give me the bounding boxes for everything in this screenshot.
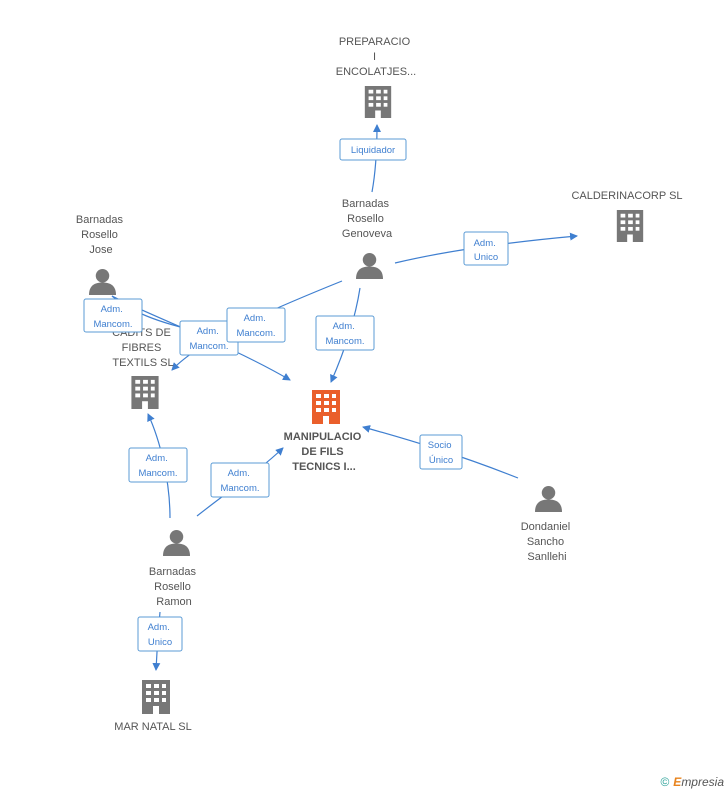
svg-text:Socio Único: Socio Único <box>428 440 454 466</box>
svg-text:Adm. Mancom.: Adm. Mancom. <box>93 304 132 330</box>
node-label-line: MANIPULACIO <box>284 431 362 443</box>
empresia-footer[interactable]: ©Empresia <box>660 775 724 789</box>
svg-text:Adm. Unico: Adm. Unico <box>148 622 173 648</box>
brand-name: mpresia <box>681 775 724 789</box>
node-label-line: FIBRES <box>122 342 162 354</box>
node-label-line: Sanllehi <box>527 551 566 563</box>
building-icon <box>131 376 159 409</box>
brand-initial: E <box>673 775 682 789</box>
edge-label-jose-manip: Adm. Mancom. <box>179 320 239 356</box>
edge-label-liquidador: Liquidador <box>339 138 407 161</box>
person-icon <box>163 529 190 556</box>
svg-text:CADITS DE FIBRES T: CADITS DE FIBRES TEXTILS SL <box>112 327 174 369</box>
node-jose[interactable]: Barnadas Rosello Jose <box>76 214 126 295</box>
node-calderinacorp[interactable]: CALDERINACORP SL <box>571 190 683 242</box>
person-icon <box>89 268 116 295</box>
edge-label-genoveva-calderina: Adm. Unico <box>463 231 509 266</box>
node-label-line: Sancho <box>527 536 564 548</box>
node-dondaniel[interactable]: Dondaniel Sancho Sanllehi <box>521 485 574 563</box>
edge-label-ramon-fibres: Adm. Mancom. <box>128 447 188 483</box>
edge-label-dondaniel-manip: Socio Único <box>419 434 463 470</box>
node-label-line: Ramon <box>156 596 191 608</box>
svg-text:Liquidador: Liquidador <box>351 145 395 156</box>
svg-text:Barnadas Rosello J: Barnadas Rosello Jose <box>76 214 126 256</box>
building-icon <box>142 680 170 714</box>
node-label-line: Barnadas <box>149 566 197 578</box>
node-label-line: Rosello <box>347 213 384 225</box>
node-label-line: I <box>373 51 376 63</box>
person-icon <box>535 485 562 512</box>
node-ramon[interactable]: Barnadas Rosello Ramon <box>149 529 199 608</box>
svg-text:Adm. Mancom.: Adm. Mancom. <box>325 321 364 347</box>
node-label-line: Rosello <box>81 229 118 241</box>
svg-text:MAR NATAL SL: MAR NATAL SL <box>114 721 191 733</box>
building-icon <box>616 210 644 242</box>
svg-text:MANIPULACIO DE FILS: MANIPULACIO DE FILS TECNICS I... <box>284 431 365 473</box>
node-fibres[interactable]: CADITS DE FIBRES TEXTILS SL <box>112 327 174 409</box>
node-label-line: Jose <box>89 244 112 256</box>
svg-text:Adm. Mancom.: Adm. Mancom. <box>138 453 177 479</box>
edge-label-ramon-manip: Adm. Mancom. <box>210 462 270 498</box>
node-label-line: Genoveva <box>342 228 393 240</box>
building-icon <box>364 86 392 118</box>
edge-label-genoveva-fibres: Adm. Mancom. <box>226 307 286 343</box>
svg-text:Adm. Mancom.: Adm. Mancom. <box>220 468 259 494</box>
svg-text:Adm. Unico: Adm. Unico <box>474 238 499 263</box>
node-label-line: ENCOLATJES... <box>336 66 416 78</box>
edge-label-ramon-marnatal: Adm. Unico <box>137 616 183 652</box>
node-label-line: PREPARACIO <box>339 36 411 48</box>
node-label-line: Dondaniel <box>521 521 571 533</box>
svg-text:Dondaniel Sancho S: Dondaniel Sancho Sanllehi <box>521 521 574 563</box>
node-label-line: Rosello <box>154 581 191 593</box>
node-label-line: DE FILS <box>301 446 343 458</box>
svg-text:CALDERINACORP SL: CALDERINACORP SL <box>571 190 682 202</box>
node-preparacio[interactable]: PREPARACIO I ENCOLATJES... <box>336 36 416 118</box>
edge-label-jose-fibres: Adm. Mancom. <box>83 298 143 333</box>
node-label-line: TEXTILS SL <box>112 357 173 369</box>
svg-text:Adm. Mancom.: Adm. Mancom. <box>189 326 228 352</box>
node-label-line: Barnadas <box>342 198 390 210</box>
svg-text:PREPARACIO I ENCOL: PREPARACIO I ENCOLATJES... <box>336 36 416 78</box>
node-marnatal[interactable]: MAR NATAL SL <box>114 680 192 733</box>
svg-text:Barnadas Rosello R: Barnadas Rosello Ramon <box>149 566 199 608</box>
svg-text:Adm. Mancom.: Adm. Mancom. <box>236 313 275 339</box>
node-label-line: CALDERINACORP SL <box>571 190 682 202</box>
svg-text:Barnadas Rosello G: Barnadas Rosello Genoveva <box>342 198 393 240</box>
person-icon <box>356 252 383 279</box>
node-genoveva[interactable]: Barnadas Rosello Genoveva <box>342 198 393 279</box>
building-icon-focus <box>312 390 340 424</box>
node-manipulacio[interactable]: MANIPULACIO DE FILS TECNICS I... <box>284 390 365 473</box>
node-label-line: Barnadas <box>76 214 124 226</box>
node-label-line: MAR NATAL SL <box>114 721 191 733</box>
node-label-line: TECNICS I... <box>292 461 356 473</box>
copyright-symbol: © <box>660 775 670 789</box>
edge-label-genoveva-manip: Adm. Mancom. <box>315 315 375 351</box>
